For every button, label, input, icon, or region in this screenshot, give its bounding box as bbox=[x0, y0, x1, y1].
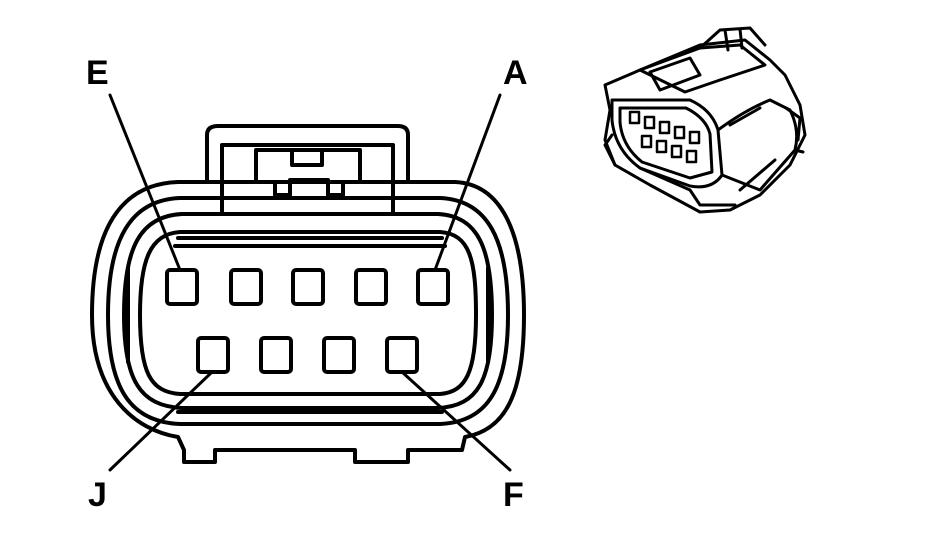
iso-side-ribs bbox=[728, 106, 805, 192]
pin-cavity-e bbox=[165, 268, 199, 306]
iso-pin bbox=[688, 130, 701, 145]
connector-isometric bbox=[603, 26, 807, 214]
iso-pins bbox=[628, 110, 701, 164]
iso-pin bbox=[658, 120, 671, 135]
pin-cavity-g bbox=[322, 336, 356, 374]
pin-cavity-c bbox=[291, 268, 325, 306]
leader-a bbox=[433, 93, 502, 272]
iso-latch bbox=[698, 26, 767, 52]
pin-cavity-a bbox=[416, 268, 450, 306]
pin-row-top bbox=[165, 268, 450, 306]
iso-pin bbox=[685, 149, 698, 164]
pin-cavity-f bbox=[385, 336, 419, 374]
inner-ring-1 bbox=[106, 196, 510, 426]
iso-face-inner bbox=[618, 106, 714, 180]
latch-tab bbox=[290, 148, 324, 167]
outer-shell bbox=[90, 180, 526, 464]
leader-e bbox=[108, 93, 182, 272]
latch-window bbox=[254, 148, 362, 197]
pin-row-bottom bbox=[196, 336, 419, 374]
pin-labels: E A J F bbox=[86, 54, 528, 514]
iso-pin bbox=[643, 115, 656, 130]
label-j: J bbox=[88, 476, 107, 514]
iso-pin bbox=[628, 110, 641, 125]
iso-latch-block bbox=[648, 56, 702, 92]
iso-pin bbox=[640, 134, 653, 149]
pin-cavity-j bbox=[196, 336, 230, 374]
iso-pin bbox=[670, 144, 683, 159]
iso-pin bbox=[673, 125, 686, 140]
pin-cavity-h bbox=[259, 336, 293, 374]
label-e: E bbox=[86, 54, 109, 92]
connector-face bbox=[90, 124, 526, 464]
latch-housing bbox=[205, 124, 410, 184]
pin-cavity-d bbox=[229, 268, 263, 306]
leader-f bbox=[400, 370, 512, 472]
latch-inner bbox=[220, 143, 395, 214]
leader-j bbox=[108, 370, 214, 472]
inner-ring-2 bbox=[122, 212, 494, 410]
leader-lines bbox=[108, 93, 512, 472]
iso-bottom-lip bbox=[603, 133, 737, 207]
label-a: A bbox=[503, 54, 528, 92]
inner-ring-3 bbox=[138, 230, 478, 396]
iso-face bbox=[610, 98, 724, 189]
pin-cavity-b bbox=[354, 268, 388, 306]
iso-pin bbox=[655, 139, 668, 154]
label-f: F bbox=[503, 476, 524, 514]
